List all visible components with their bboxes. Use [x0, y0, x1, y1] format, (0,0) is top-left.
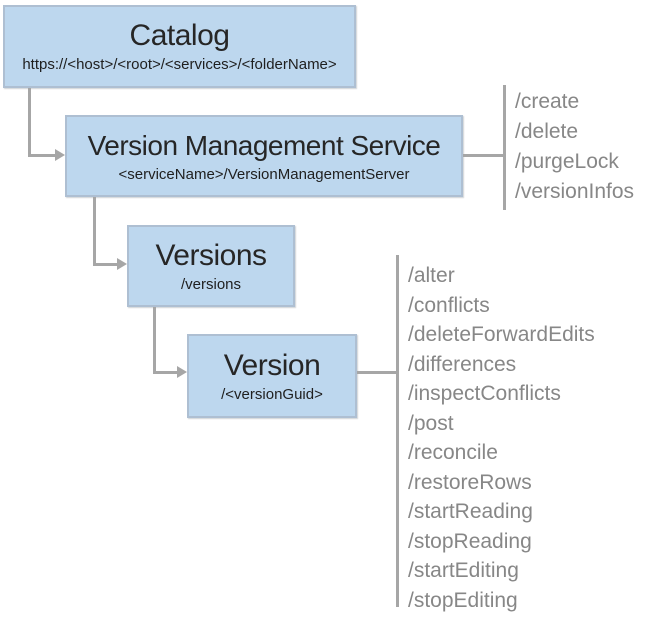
node-catalog: Catalog https://<host>/<root>/<services>… [3, 5, 356, 88]
operation-label: /post [408, 411, 454, 435]
connector-versions-to-version-vertical [153, 307, 156, 374]
node-version: Version /<versionGuid> [187, 334, 357, 418]
operation-label: /create [515, 90, 580, 113]
connector-version-to-operations [357, 371, 397, 374]
operation-label: /conflicts [408, 293, 490, 317]
arrowhead-icon [117, 258, 127, 270]
operation-label: /purgeLock [515, 150, 619, 173]
arrowhead-icon [177, 366, 187, 378]
operation-label: /startEditing [408, 559, 519, 582]
operation-label: /delete [515, 120, 579, 143]
operation-label: /startReading [408, 500, 533, 523]
operation-label: /alter [408, 264, 455, 287]
node-versions-title: Versions [155, 238, 267, 272]
connector-vms-to-versions-vertical [93, 197, 96, 265]
connector-catalog-to-vms-vertical [28, 88, 31, 156]
version-operations-list: /alter /conflicts /deleteForwardEdits /d… [396, 255, 595, 612]
node-vms-title: Version Management Service [87, 129, 441, 161]
node-version-title: Version [223, 348, 321, 382]
operation-label: /stopReading [408, 529, 532, 553]
connector-vms-to-versions-horizontal [93, 263, 117, 266]
connector-vms-to-operations [463, 154, 503, 157]
operation-label: /deleteForwardEdits [408, 323, 595, 346]
operation-label: /inspectConflicts [408, 382, 561, 405]
operation-label: /reconcile [408, 441, 498, 464]
node-versions: Versions /versions [127, 225, 295, 307]
arrowhead-icon [55, 149, 65, 161]
connector-catalog-to-vms-horizontal [28, 154, 55, 157]
node-version-management-service: Version Management Service <serviceName>… [65, 115, 463, 197]
operation-label: /versionInfos [515, 180, 635, 203]
operation-label: /stopEditing [408, 588, 518, 612]
operation-label: /restoreRows [408, 470, 532, 494]
connector-versions-to-version-horizontal [153, 371, 177, 374]
node-vms-path: <serviceName>/VersionManagementServer [118, 165, 410, 183]
vms-operations-list: /create /delete /purgeLock /versionInfos [503, 85, 634, 210]
node-catalog-title: Catalog [129, 19, 230, 52]
operation-label: /differences [408, 352, 517, 376]
node-versions-path: /versions [180, 275, 242, 293]
node-version-path: /<versionGuid> [221, 385, 323, 403]
node-catalog-url: https://<host>/<root>/<services>/<folder… [22, 56, 337, 73]
